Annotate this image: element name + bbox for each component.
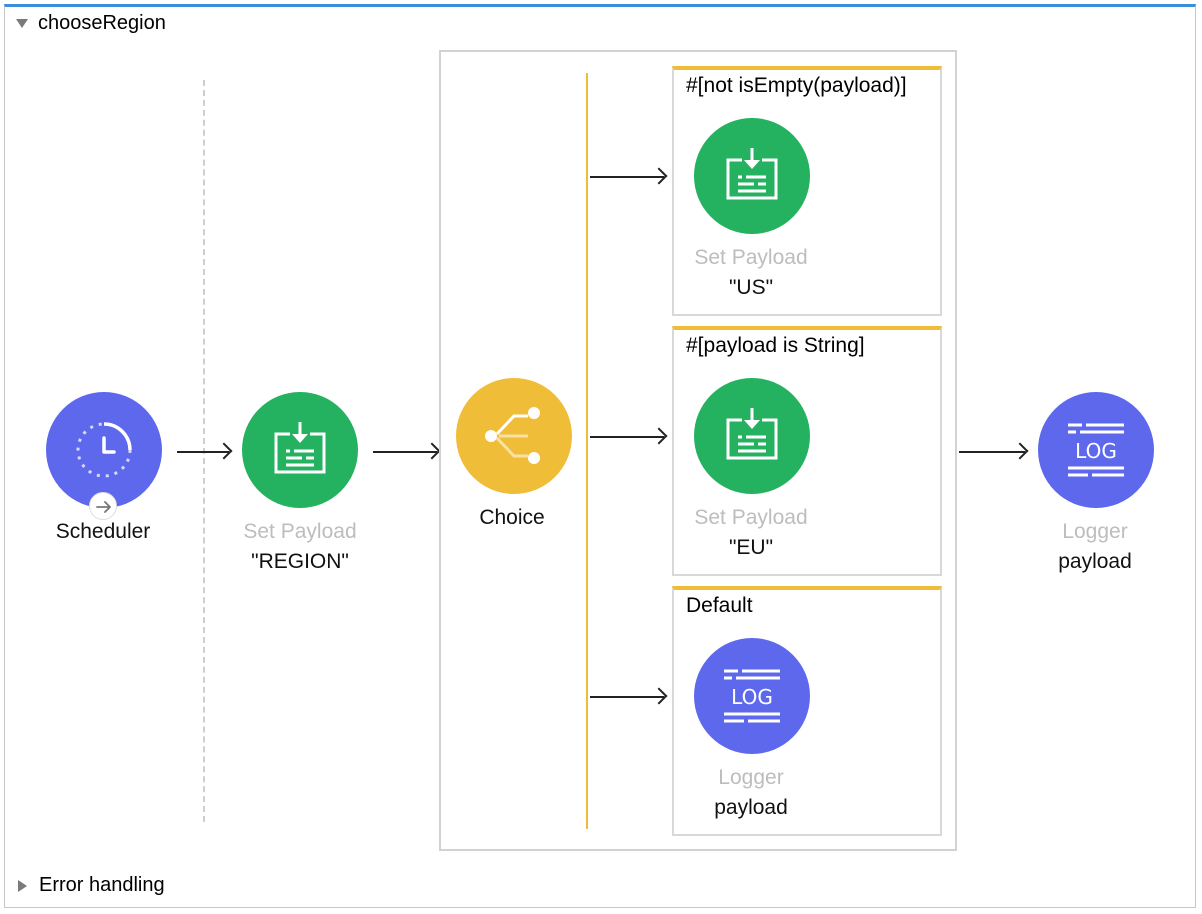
clock-icon	[76, 422, 132, 478]
error-handling-label: Error handling	[39, 874, 165, 896]
logger-icon: LOG	[1068, 423, 1124, 477]
flow-header[interactable]: chooseRegion	[16, 12, 166, 35]
route-arrow	[590, 436, 664, 438]
set-payload-us-value: "US"	[728, 276, 774, 299]
set-payload-eu-title: Set Payload	[694, 506, 808, 529]
source-badge	[89, 492, 117, 520]
svg-text:LOG: LOG	[1075, 439, 1117, 463]
set-payload-us-title: Set Payload	[694, 246, 808, 269]
route-box[interactable]: Default	[672, 586, 942, 836]
route-arrow	[590, 696, 664, 698]
collapse-caret-icon[interactable]	[16, 19, 28, 28]
flow-title: chooseRegion	[38, 12, 166, 34]
logger-icon: LOG	[724, 669, 780, 723]
choice-icon	[485, 407, 540, 464]
route-box[interactable]: #[payload is String]	[672, 326, 942, 576]
svg-text:LOG: LOG	[731, 685, 773, 709]
choice-router-line	[586, 73, 588, 829]
set-payload-region-value: "REGION"	[251, 550, 349, 573]
choice-label: Choice	[479, 506, 545, 529]
route-condition: #[not isEmpty(payload)]	[686, 74, 907, 97]
scheduler-node[interactable]	[46, 392, 162, 508]
set-payload-region-title: Set Payload	[243, 520, 357, 543]
flow-container	[4, 4, 1196, 908]
choice-node[interactable]	[456, 378, 572, 494]
set-payload-us-node[interactable]	[694, 118, 810, 234]
set-payload-region-node[interactable]	[242, 392, 358, 508]
arrow-right-icon	[96, 501, 111, 513]
logger-node[interactable]: LOG	[1038, 392, 1154, 508]
route-condition: #[payload is String]	[686, 334, 865, 357]
logger-default-value: payload	[714, 796, 788, 819]
logger-title: Logger	[1062, 520, 1128, 543]
expand-caret-icon[interactable]	[18, 879, 27, 892]
set-payload-icon	[726, 408, 778, 460]
logger-default-title: Logger	[718, 766, 784, 789]
choice-scope[interactable]	[439, 50, 957, 851]
logger-default-node[interactable]: LOG	[694, 638, 810, 754]
scheduler-label: Scheduler	[55, 520, 151, 543]
set-payload-eu-value: "EU"	[728, 536, 774, 559]
connector-arrow	[959, 451, 1025, 453]
error-handling-section[interactable]: Error handling	[18, 874, 165, 897]
set-payload-icon	[274, 422, 326, 474]
set-payload-eu-node[interactable]	[694, 378, 810, 494]
route-box[interactable]: #[not isEmpty(payload)]	[672, 66, 942, 316]
connector-arrow	[177, 451, 229, 453]
logger-value: payload	[1058, 550, 1132, 573]
connector-arrow	[373, 451, 437, 453]
route-condition: Default	[686, 594, 753, 617]
set-payload-icon	[726, 148, 778, 200]
route-arrow	[590, 176, 664, 178]
